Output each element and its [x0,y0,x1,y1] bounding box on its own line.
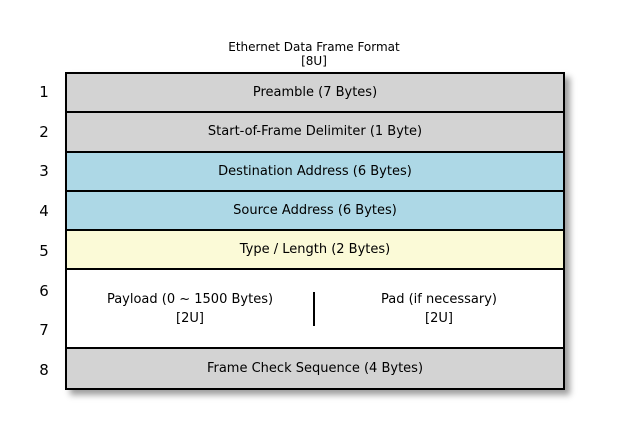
row-number-8: 8 [39,361,49,380]
cell-pad: Pad (if necessary) [2U] [315,292,563,326]
row-number-3: 3 [39,162,49,181]
row-number-5: 5 [39,241,49,260]
row-type-length-label: Type / Length (2 Bytes) [239,242,391,258]
row-destination-address-label: Destination Address (6 Bytes) [218,163,412,179]
cell-pad-sublabel: [2U] [425,310,453,326]
cell-payload-label: Payload (0 ~ 1500 Bytes) [106,291,274,307]
row-source-address-label: Source Address (6 Bytes) [233,202,397,218]
row-sfd: Start-of-Frame Delimiter (1 Byte) [67,113,563,153]
row-source-address: Source Address (6 Bytes) [67,191,563,231]
row-number-7: 7 [39,321,49,340]
row-preamble-label: Preamble (7 Bytes) [252,85,378,101]
row-sfd-label: Start-of-Frame Delimiter (1 Byte) [207,124,423,140]
row-number-1: 1 [39,82,49,101]
cell-payload: Payload (0 ~ 1500 Bytes) [2U] [67,291,315,326]
row-number-2: 2 [39,122,49,141]
row-payload-pad: Payload (0 ~ 1500 Bytes) [2U] Pad (if ne… [67,270,563,349]
row-fcs-label: Frame Check Sequence (4 Bytes) [206,360,424,376]
row-type-length: Type / Length (2 Bytes) [67,231,563,271]
diagram-title: Ethernet Data Frame Format [228,40,400,54]
row-preamble: Preamble (7 Bytes) [67,74,563,114]
row-number-6: 6 [39,281,49,300]
row-destination-address: Destination Address (6 Bytes) [67,152,563,192]
row-number-gutter: 1 2 3 4 5 6 7 8 [30,72,58,390]
title-block: Ethernet Data Frame Format [8U] [64,40,564,68]
frame-table: Preamble (7 Bytes) Start-of-Frame Delimi… [65,72,565,390]
diagram-subtitle: [8U] [301,54,327,68]
row-fcs: Frame Check Sequence (4 Bytes) [67,348,563,388]
row-number-4: 4 [39,202,49,221]
cell-pad-label: Pad (if necessary) [380,291,497,307]
cell-payload-sublabel: [2U] [176,310,204,326]
